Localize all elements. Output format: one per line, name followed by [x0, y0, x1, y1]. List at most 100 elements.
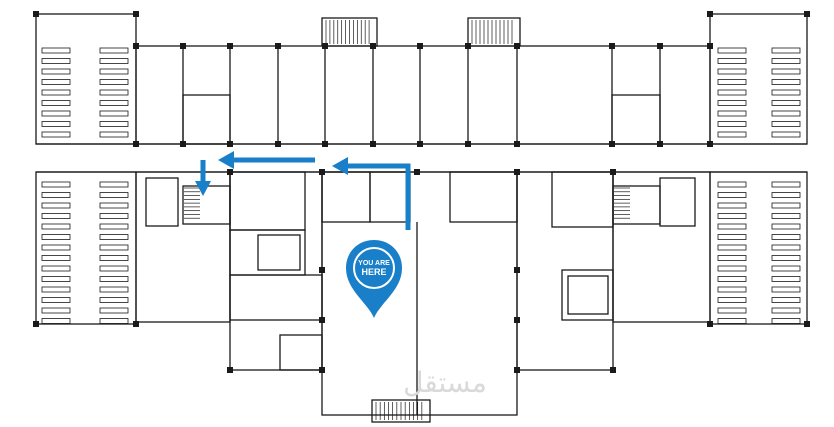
desk-row [41, 58, 71, 64]
column [514, 367, 520, 373]
marker-line1: YOU ARE [358, 260, 390, 267]
desk-row [99, 223, 129, 230]
desk-row [41, 192, 71, 198]
desk-row [771, 202, 801, 209]
desk-row [41, 276, 71, 282]
desk-row [99, 58, 129, 64]
column [275, 43, 281, 49]
column [707, 141, 713, 147]
column [414, 169, 420, 175]
desk-row [41, 47, 71, 54]
desk-row [717, 297, 747, 303]
desk-row [41, 121, 71, 127]
column [514, 141, 520, 147]
desk-row [717, 223, 747, 230]
arrowhead-down [195, 181, 211, 196]
column [33, 321, 39, 327]
desk-row [717, 276, 747, 282]
column [707, 43, 713, 49]
route-segment-up [345, 163, 411, 230]
column [227, 367, 233, 373]
column [657, 43, 663, 49]
column [417, 141, 423, 147]
column [180, 141, 186, 147]
column [465, 141, 471, 147]
column [514, 169, 520, 175]
route-arrowheads [195, 151, 348, 196]
desk-row [771, 68, 801, 75]
desk-row [41, 131, 71, 138]
desk-row [717, 79, 747, 85]
desk-row [771, 265, 801, 272]
you-are-here-marker: YOU ARE HERE [346, 240, 402, 318]
desk-row [99, 318, 129, 324]
column [322, 141, 328, 147]
desk-row [771, 286, 801, 293]
desk-row [99, 265, 129, 272]
desk-row [717, 286, 747, 293]
desk-row [99, 47, 129, 54]
arrowhead-left-1 [332, 157, 348, 175]
column [227, 141, 233, 147]
column [804, 11, 810, 17]
desk-row [99, 181, 129, 188]
desk-row [717, 181, 747, 188]
column [319, 317, 325, 323]
desk-rows [41, 47, 801, 324]
right-wing-top [709, 13, 808, 145]
desk-row [717, 47, 747, 54]
desk-row [99, 297, 129, 303]
column [417, 43, 423, 49]
desk-row [717, 244, 747, 251]
desk-row [41, 181, 71, 188]
desk-row [717, 110, 747, 117]
desk-row [771, 58, 801, 64]
desk-row [41, 79, 71, 85]
desk-row [771, 244, 801, 251]
desk-row [99, 307, 129, 314]
watermark: مستقل [403, 366, 487, 399]
column [370, 43, 376, 49]
right-wing-bottom [709, 171, 808, 325]
desk-row [99, 68, 129, 75]
column [707, 321, 713, 327]
desk-row [771, 318, 801, 324]
left-wing-bottom [35, 171, 137, 325]
desk-row [717, 265, 747, 272]
building-walls [35, 13, 808, 423]
desk-row [771, 110, 801, 117]
columns [33, 11, 810, 373]
map-pin-icon [346, 240, 402, 318]
desk-row [771, 234, 801, 240]
desk-row [771, 121, 801, 127]
column [514, 267, 520, 273]
south-right-block [516, 171, 614, 371]
desk-row [99, 89, 129, 96]
column [227, 169, 233, 175]
desk-row [41, 255, 71, 261]
column [133, 321, 139, 327]
desk-row [717, 255, 747, 261]
column [514, 43, 520, 49]
desk-row [771, 213, 801, 219]
left-wing-top [35, 13, 137, 145]
desk-row [771, 307, 801, 314]
column [610, 367, 616, 373]
desk-row [771, 297, 801, 303]
desk-row [717, 202, 747, 209]
desk-row [99, 79, 129, 85]
north-stair-left [321, 17, 378, 47]
column [804, 321, 810, 327]
desk-row [771, 100, 801, 106]
column [322, 43, 328, 49]
desk-row [717, 100, 747, 106]
marker-line2: HERE [361, 267, 386, 277]
column [707, 11, 713, 17]
desk-row [99, 202, 129, 209]
column [133, 11, 139, 17]
column [180, 43, 186, 49]
desk-row [771, 181, 801, 188]
route-arrows [200, 157, 411, 230]
desk-row [41, 234, 71, 240]
